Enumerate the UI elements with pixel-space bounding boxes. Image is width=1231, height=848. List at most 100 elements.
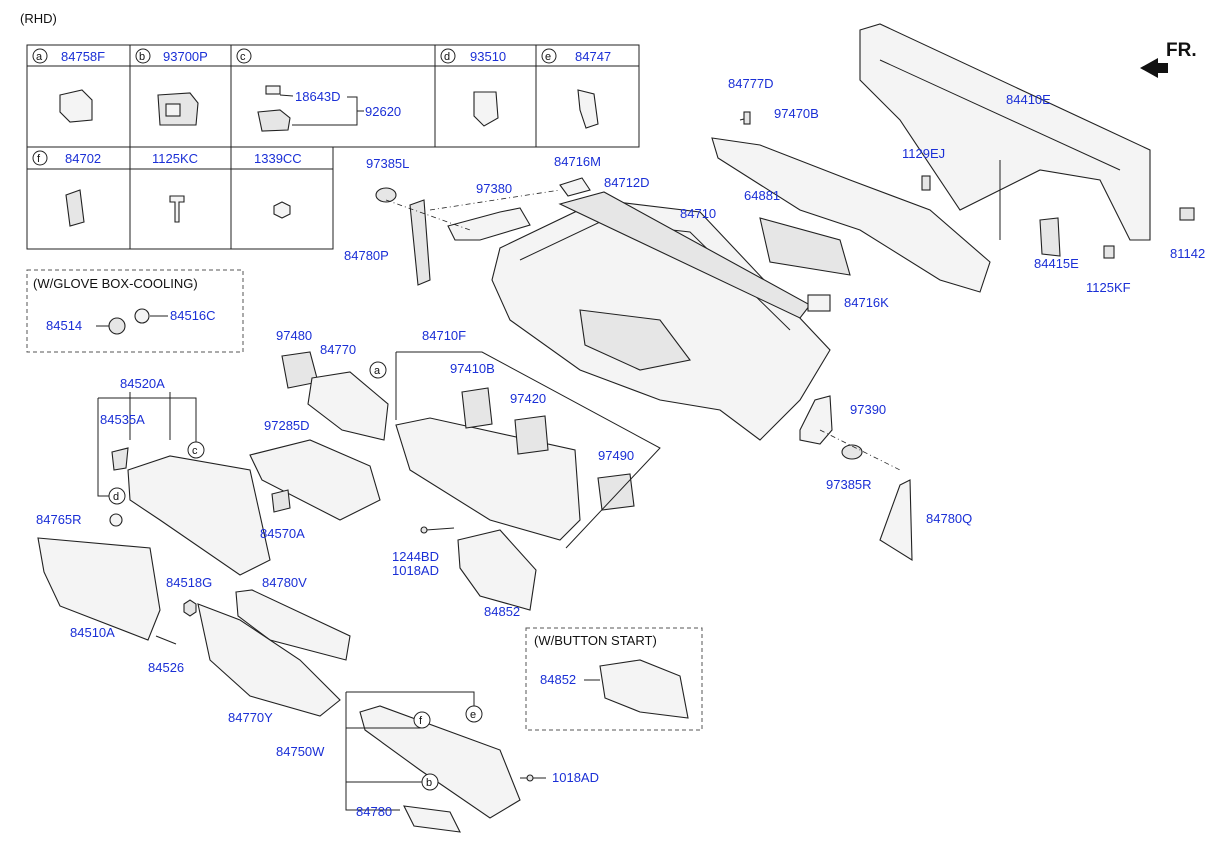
legend-thumb-a	[59, 89, 93, 123]
label-97410B: 97410B	[450, 361, 495, 376]
label-97285D: 97285D	[264, 418, 310, 433]
label-97385L: 97385L	[366, 156, 409, 171]
glove-cooling-title: (W/GLOVE BOX-COOLING)	[33, 276, 198, 291]
legend-letter-b: b	[139, 51, 145, 63]
legend-thumb-1339CC	[273, 201, 291, 219]
legend-thumb-18643D	[265, 85, 281, 95]
legend-part-1125KC: 1125KC	[152, 151, 198, 166]
label-97490: 97490	[598, 448, 634, 463]
front-direction-indicator: FR.	[1140, 40, 1197, 78]
glove-box-cooling-box: (W/GLOVE BOX-COOLING) 84514 84516C	[26, 269, 244, 353]
label-84716M: 84716M	[554, 154, 601, 169]
legend-letter-a: a	[36, 51, 43, 63]
grille-64881	[759, 217, 851, 276]
label-84510A: 84510A	[70, 625, 115, 640]
legend-letter-e: e	[545, 51, 551, 63]
label-84852: 84852	[484, 604, 520, 619]
legend-part-1339CC: 1339CC	[254, 151, 302, 166]
legend-letter-f: f	[37, 153, 41, 165]
legend-thumb-92620	[257, 109, 291, 132]
callout-b-text: b	[426, 777, 432, 789]
lower-panel-84750W	[359, 705, 521, 819]
label-84852-button-start: 84852	[540, 672, 576, 687]
label-97480: 97480	[276, 328, 312, 343]
legend-table: a 84758F b 93700P c d 93510 e 84747 f 84…	[26, 44, 640, 250]
label-84520A: 84520A	[120, 376, 165, 391]
callout-e-text: e	[470, 709, 476, 721]
label-84516C: 84516C	[170, 308, 216, 323]
legend-letter-c: c	[240, 51, 246, 63]
glove-box-housing	[127, 455, 271, 576]
callout-d	[108, 487, 126, 505]
callout-e	[465, 705, 483, 723]
duct-97470B	[711, 137, 991, 293]
crash-pad-main	[491, 199, 831, 441]
legend-callout-b	[135, 48, 151, 64]
callout-a-text: a	[374, 365, 381, 377]
label-1018AD-lower: 1018AD	[552, 770, 599, 785]
label-84415E: 84415E	[1034, 256, 1079, 271]
callout-b	[421, 773, 439, 791]
label-84770: 84770	[320, 342, 356, 357]
label-97380: 97380	[476, 181, 512, 196]
label-1125KF: 1125KF	[1086, 280, 1131, 295]
label-84410E: 84410E	[1006, 92, 1051, 107]
legend-part-d: 93510	[470, 49, 506, 64]
center-panel-84710F	[395, 417, 581, 541]
legend-callout-f	[32, 150, 48, 166]
label-97470B: 97470B	[774, 106, 819, 121]
callout-a	[369, 361, 387, 379]
legend-thumb-d	[473, 91, 499, 127]
label-84526: 84526	[148, 660, 184, 675]
cowl-cross-bar	[859, 23, 1151, 241]
label-84535A: 84535A	[100, 412, 145, 427]
label-84780Q: 84780Q	[926, 511, 972, 526]
label-84777D: 84777D	[728, 76, 774, 91]
label-84514: 84514	[46, 318, 82, 333]
label-64881: 64881	[744, 188, 780, 203]
legend-thumb-f	[65, 189, 85, 227]
cover-84716K	[807, 294, 831, 312]
label-84780V: 84780V	[262, 575, 307, 590]
label-84780: 84780	[356, 804, 392, 819]
callout-d-text: d	[113, 491, 119, 503]
legend-part-a: 84758F	[61, 49, 105, 64]
legend-part-f: 84702	[65, 151, 101, 166]
label-84750W: 84750W	[276, 744, 325, 759]
variant-label: (RHD)	[20, 11, 57, 26]
button-start-title: (W/BUTTON START)	[534, 633, 657, 648]
legend-part-b: 93700P	[163, 49, 208, 64]
glove-box-door	[37, 537, 161, 641]
label-84710: 84710	[680, 206, 716, 221]
label-84712D: 84712D	[604, 175, 650, 190]
label-97390: 97390	[850, 402, 886, 417]
label-84765R: 84765R	[36, 512, 82, 527]
callout-c-text: c	[192, 445, 198, 457]
label-1244BD: 1244BD	[392, 549, 439, 564]
button-start-box: (W/BUTTON START) 84852	[525, 627, 703, 731]
label-84518G: 84518G	[166, 575, 212, 590]
legend-callout-c	[236, 48, 252, 64]
callout-f	[413, 711, 431, 729]
label-1129EJ: 1129EJ	[902, 146, 945, 161]
front-arrow-icon	[1140, 58, 1168, 78]
part-labels: 84777D 97470B 84410E 1129EJ 97385L 84716…	[36, 76, 1205, 819]
label-84570A: 84570A	[260, 526, 305, 541]
duct-97380	[447, 207, 531, 241]
label-97420: 97420	[510, 391, 546, 406]
legend-thumb-1125KC	[169, 195, 185, 223]
callout-c	[187, 441, 205, 459]
label-1018AD: 1018AD	[392, 563, 439, 578]
legend-callout-d	[440, 48, 456, 64]
label-84710F: 84710F	[422, 328, 466, 343]
label-84770Y: 84770Y	[228, 710, 273, 725]
callout-f-text: f	[419, 715, 423, 727]
front-label: FR.	[1166, 40, 1197, 61]
legend-part-18643D: 18643D	[295, 89, 341, 104]
legend-part-e: 84747	[575, 49, 611, 64]
legend-thumb-e	[577, 89, 599, 129]
label-84716K: 84716K	[844, 295, 889, 310]
label-84780P: 84780P	[344, 248, 389, 263]
label-81142: 81142	[1170, 246, 1205, 261]
